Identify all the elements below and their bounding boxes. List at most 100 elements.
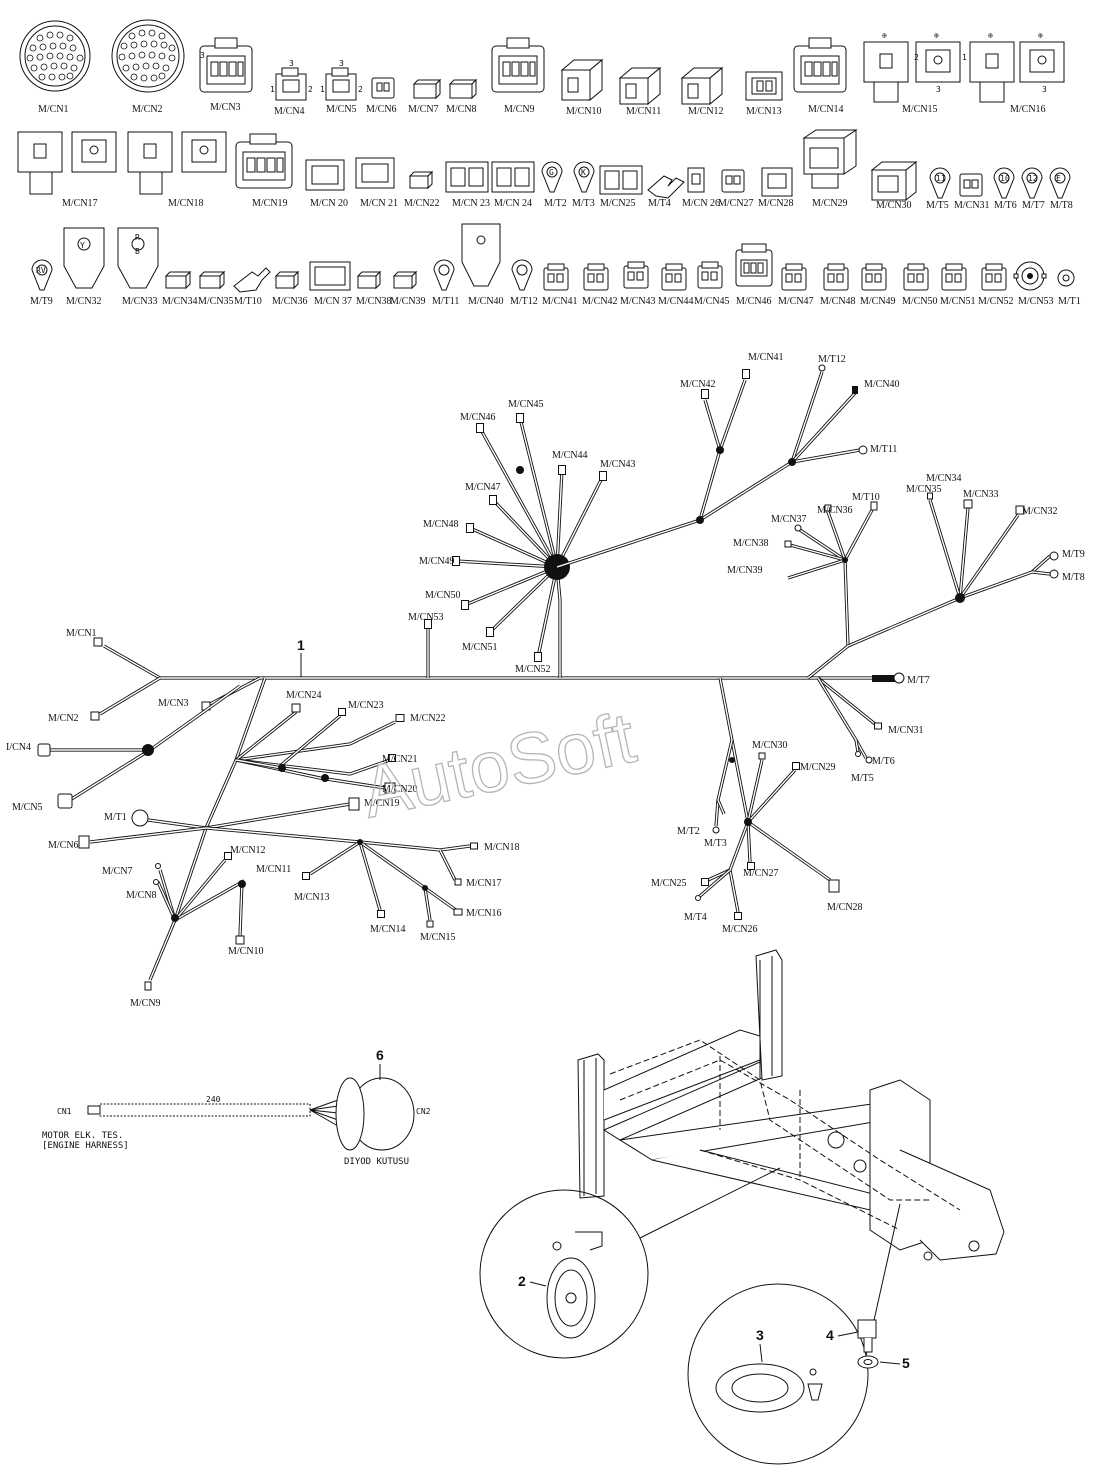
- harness-wire: [728, 821, 750, 913]
- harness-wire: [69, 749, 151, 801]
- harness-wire: [827, 511, 846, 561]
- terminal-ring: [131, 809, 149, 827]
- catalog-label: M/CN42: [582, 296, 618, 307]
- harness-wire: [789, 544, 846, 561]
- connector-cn13-icon: [745, 71, 783, 101]
- tape-bundle: [238, 880, 246, 888]
- connector-plug: [426, 920, 434, 928]
- catalog-label: M/CN31: [954, 200, 990, 211]
- terminal-ring: [855, 751, 861, 757]
- connector-cn31-icon: [959, 173, 983, 197]
- harness-label: M/T1: [104, 812, 127, 823]
- harness-label: M/CN37: [771, 514, 807, 525]
- connector-cn41-icon: [543, 263, 569, 291]
- connector-cn53-icon: [1013, 261, 1047, 291]
- harness-label: M/T3: [704, 838, 727, 849]
- catalog-label: M/CN1: [38, 104, 69, 115]
- connector-plug: [395, 714, 405, 722]
- catalog-label: M/CN5: [326, 104, 357, 115]
- harness-wire: [855, 739, 859, 753]
- connector-plug: [701, 389, 709, 399]
- harness-wire: [747, 821, 751, 863]
- pin-mark: 3: [1042, 85, 1047, 94]
- catalog-label: M/CN7: [408, 104, 439, 115]
- connector-cn44-icon: [661, 263, 687, 291]
- harness-label: M/CN48: [423, 519, 459, 530]
- catalog-label: M/CN 20: [310, 198, 348, 209]
- harness-wire: [174, 859, 226, 921]
- catalog-label: M/CN50: [902, 296, 938, 307]
- connector-plug: [466, 523, 474, 533]
- harness-label: M/CN36: [817, 505, 853, 516]
- harness-label: M/CN21: [382, 754, 418, 765]
- connector-plug: [461, 600, 469, 610]
- callout-5: 5: [902, 1355, 910, 1371]
- svg-text:3: 3: [289, 59, 294, 68]
- pin-mark: 1: [962, 53, 967, 62]
- harness-label: M/CN53: [408, 612, 444, 623]
- connector-plug: [235, 935, 245, 945]
- connector-cn32-icon: [63, 227, 105, 289]
- harness-label: M/CN22: [410, 713, 446, 724]
- catalog-label: M/CN17: [62, 198, 98, 209]
- harness-label: M/CN46: [460, 412, 496, 423]
- connector-plug: [758, 752, 766, 760]
- harness-wire: [787, 559, 846, 579]
- pin-mark: E: [1056, 174, 1061, 183]
- catalog-label: M/T2: [544, 198, 567, 209]
- catalog-label: M/CN30: [876, 200, 912, 211]
- catalog-label: M/T7: [1022, 200, 1045, 211]
- harness-wire: [817, 677, 867, 759]
- harness-wire: [424, 887, 457, 911]
- harness-wire: [959, 507, 969, 599]
- harness-label: M/T9: [1062, 549, 1085, 560]
- terminal-t4-icon: [647, 175, 685, 199]
- pin-mark: 2: [914, 53, 919, 62]
- terminal-t3-icon: [573, 161, 595, 193]
- harness-label: M/CN14: [370, 924, 406, 935]
- catalog-label: M/T3: [572, 198, 595, 209]
- connector-cn49-icon: [861, 263, 887, 291]
- catalog-label: M/T12: [510, 296, 538, 307]
- catalog-label: M/CN 26: [682, 198, 720, 209]
- harness-label: M/CN18: [484, 842, 520, 853]
- catalog-label: M/CN27: [718, 198, 754, 209]
- harness-label: M/T6: [872, 756, 895, 767]
- terminal-t7-icon: [1021, 167, 1043, 199]
- catalog-label: M/CN43: [620, 296, 656, 307]
- tape-bundle: [278, 764, 286, 772]
- harness-wire: [791, 391, 857, 463]
- connector-plug: [424, 619, 432, 629]
- harness-wire: [717, 799, 725, 815]
- harness-label: M/CN31: [888, 725, 924, 736]
- catalog-label: M/T6: [994, 200, 1017, 211]
- svg-text:2: 2: [308, 85, 313, 94]
- svg-text:⊕: ⊕: [988, 31, 993, 40]
- harness-wire: [492, 499, 558, 568]
- harness-label: M/CN32: [1022, 506, 1058, 517]
- harness-label: M/T5: [851, 773, 874, 784]
- harness-label: M/CN23: [348, 700, 384, 711]
- pin-mark: 3: [936, 85, 941, 94]
- tape-bundle: [142, 744, 154, 756]
- harness-wire: [103, 645, 161, 679]
- harness-label: M/CN12: [230, 845, 266, 856]
- connector-plug: [348, 797, 360, 811]
- connector-cn43-icon: [623, 261, 649, 289]
- harness-wire: [1031, 571, 1051, 575]
- connector-cn34-icon: [164, 270, 192, 290]
- callout-4: 4: [826, 1327, 834, 1343]
- harness-wire: [747, 759, 763, 823]
- diode-length-label: 240: [206, 1095, 221, 1104]
- catalog-label: M/CN8: [446, 104, 477, 115]
- catalog-label: M/CN45: [694, 296, 730, 307]
- catalog-label: M/CN15: [902, 104, 938, 115]
- harness-wire: [235, 759, 391, 775]
- tape-bundle: [842, 557, 848, 563]
- catalog-label: M/CN28: [758, 198, 794, 209]
- svg-text:1: 1: [270, 85, 275, 94]
- harness-wire: [556, 399, 722, 569]
- harness-wire: [235, 721, 396, 761]
- harness-label: I/CN4: [6, 742, 31, 753]
- harness-label: M/CN49: [419, 556, 455, 567]
